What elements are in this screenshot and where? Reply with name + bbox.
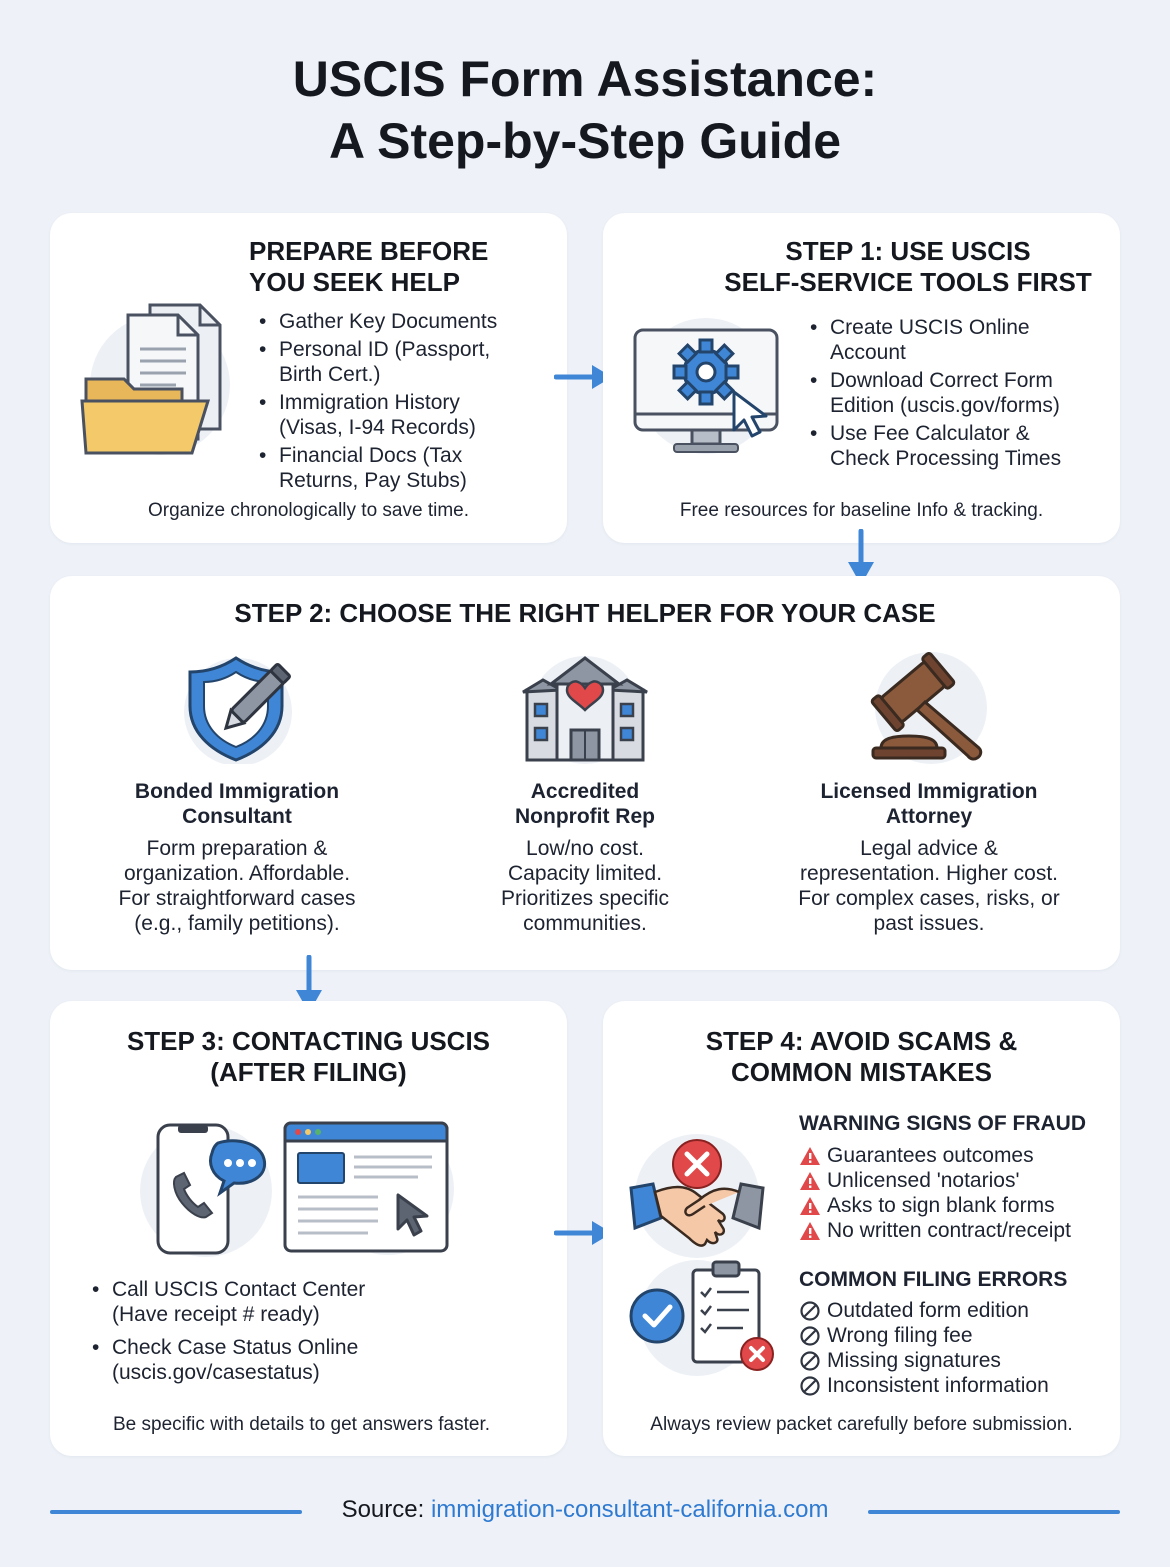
prohibited-icon [800, 1300, 820, 1321]
step3-footer: Be specific with details to get answers … [112, 1414, 490, 1435]
helper-description: Low/no cost. Capacity limited. Prioritiz… [500, 837, 670, 935]
prohibited-icon [800, 1350, 820, 1371]
list-item: Missing signatures [799, 1348, 1049, 1373]
list-item: Gather Key Documents [257, 309, 557, 334]
arrow-right-icon [554, 365, 612, 389]
arrow-down-icon [848, 529, 874, 585]
step3-list: Call USCIS Contact Center(Have receipt #… [90, 1277, 510, 1388]
step4-card: STEP 4: AVOID SCAMS & COMMON MISTAKES WA… [603, 1001, 1120, 1456]
source-label: Source: [341, 1496, 425, 1523]
helper-name: Bonded Immigration Consultant [134, 780, 340, 828]
step1-card: STEP 1: USE USCIS SELF-SERVICE TOOLS FIR… [603, 213, 1120, 543]
fraud-heading: WARNING SIGNS OF FRAUD [799, 1112, 1086, 1135]
errors-list: Outdated form edition Wrong filing fee M… [799, 1298, 1049, 1398]
page-title: USCIS Form Assistance: A Step-by-Step Gu… [0, 48, 1170, 172]
list-item: Guarantees outcomes [799, 1143, 1071, 1168]
nonprofit-building-icon [522, 656, 648, 764]
helper-description: Form preparation & organization. Afforda… [118, 837, 356, 935]
warning-icon [800, 1146, 820, 1165]
warning-icon [800, 1171, 820, 1190]
prepare-heading: PREPARE BEFORE YOU SEEK HELP [249, 236, 489, 297]
source-divider-right [868, 1510, 1120, 1514]
step2-card: STEP 2: CHOOSE THE RIGHT HELPER FOR YOUR… [50, 576, 1120, 970]
helper-description: Legal advice & representation. Higher co… [798, 837, 1060, 935]
errors-heading: COMMON FILING ERRORS [799, 1268, 1068, 1291]
list-item: Unlicensed 'notarios' [799, 1168, 1071, 1193]
fraud-list: Guarantees outcomes Unlicensed 'notarios… [799, 1143, 1071, 1243]
step4-heading: STEP 4: AVOID SCAMS & COMMON MISTAKES [705, 1026, 1018, 1087]
list-item: Asks to sign blank forms [799, 1193, 1071, 1218]
prepare-card: PREPARE BEFORE YOU SEEK HELP Gather Key … [50, 213, 567, 543]
computer-gear-icon [633, 318, 779, 454]
list-item: Personal ID (Passport,Birth Cert.) [257, 337, 557, 387]
title-line-1: USCIS Form Assistance: [292, 51, 878, 107]
title-line-2: A Step-by-Step Guide [328, 113, 842, 169]
list-item: Check Case Status Online(uscis.gov/cases… [90, 1335, 510, 1385]
warning-icon [800, 1196, 820, 1215]
prohibited-icon [800, 1375, 820, 1396]
source-divider-left [50, 1510, 302, 1514]
source-link[interactable]: immigration-consultant-california.com [430, 1496, 829, 1523]
list-item: Inconsistent information [799, 1373, 1049, 1398]
step2-heading: STEP 2: CHOOSE THE RIGHT HELPER FOR YOUR… [234, 598, 936, 628]
shield-pen-icon [184, 656, 292, 764]
handshake-x-icon [629, 1134, 765, 1258]
step3-heading: STEP 3: CONTACTING USCIS (AFTER FILING) [126, 1026, 491, 1087]
list-item: Use Fee Calculator &Check Processing Tim… [808, 421, 1108, 471]
documents-folder-icon [80, 303, 230, 455]
list-item: Call USCIS Contact Center(Have receipt #… [90, 1277, 510, 1327]
arrow-right-icon [554, 1221, 612, 1245]
prohibited-icon [800, 1325, 820, 1346]
step1-footer: Free resources for baseline Info & track… [679, 500, 1044, 521]
step4-footer: Always review packet carefully before su… [650, 1414, 1073, 1435]
prepare-footer: Organize chronologically to save time. [147, 500, 470, 521]
step3-card: STEP 3: CONTACTING USCIS (AFTER FILING) … [50, 1001, 567, 1456]
checklist-icon [629, 1260, 774, 1376]
warning-icon [800, 1221, 820, 1240]
prepare-list: Gather Key Documents Personal ID (Passpo… [257, 309, 557, 496]
phone-chat-icon [140, 1123, 272, 1257]
list-item: No written contract/receipt [799, 1218, 1071, 1243]
list-item: Wrong filing fee [799, 1323, 1049, 1348]
helper-name: Licensed Immigration Attorney [820, 780, 1038, 828]
list-item: Outdated form edition [799, 1298, 1049, 1323]
list-item: Immigration History(Visas, I-94 Records) [257, 390, 557, 440]
source-line: Source: immigration-consultant-californi… [0, 1496, 1170, 1524]
gavel-icon [870, 652, 987, 764]
helper-name: Accredited Nonprofit Rep [515, 780, 655, 828]
step1-heading: STEP 1: USE USCIS SELF-SERVICE TOOLS FIR… [724, 236, 1092, 297]
browser-window-icon [283, 1121, 454, 1255]
